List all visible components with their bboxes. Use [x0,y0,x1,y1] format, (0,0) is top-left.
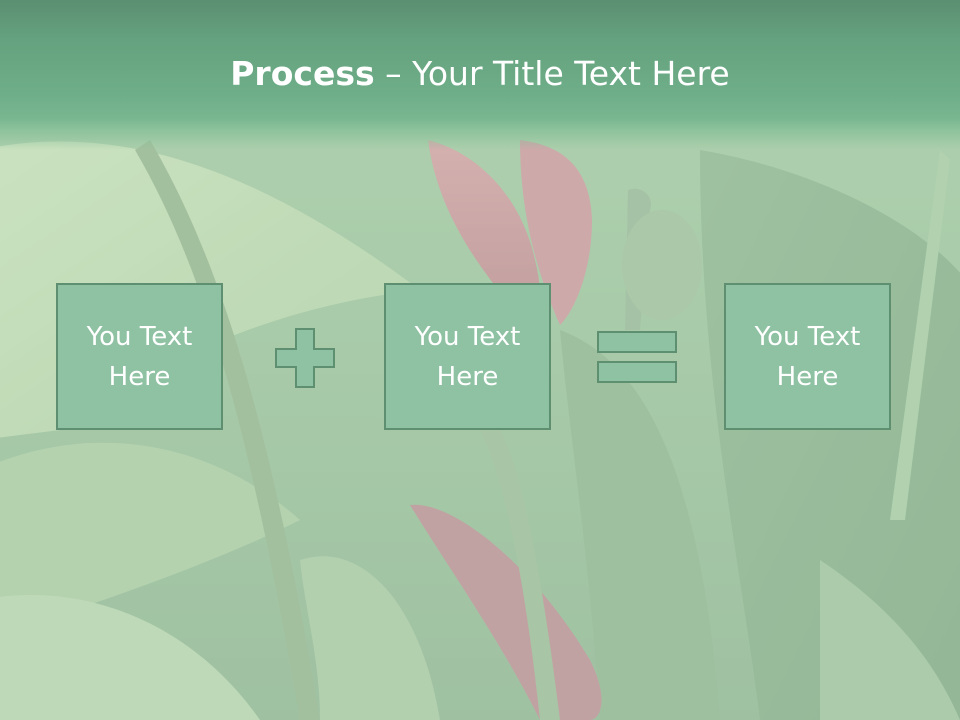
title-separator: – [374,54,413,93]
plus-icon [275,328,335,388]
process-box-2-text: You Text Here [414,321,521,392]
title-rest: Your Title Text Here [412,54,730,93]
process-box-1-text: You Text Here [86,321,193,392]
slide-title[interactable]: Process – Your Title Text Here [0,52,960,96]
process-box-3-text: You Text Here [754,321,861,392]
process-box-1[interactable]: You Text Here [56,283,223,430]
equals-icon [597,331,677,383]
process-box-3[interactable]: You Text Here [724,283,891,430]
process-box-2[interactable]: You Text Here [384,283,551,430]
title-bold: Process [230,54,375,93]
title-bar [0,0,960,150]
